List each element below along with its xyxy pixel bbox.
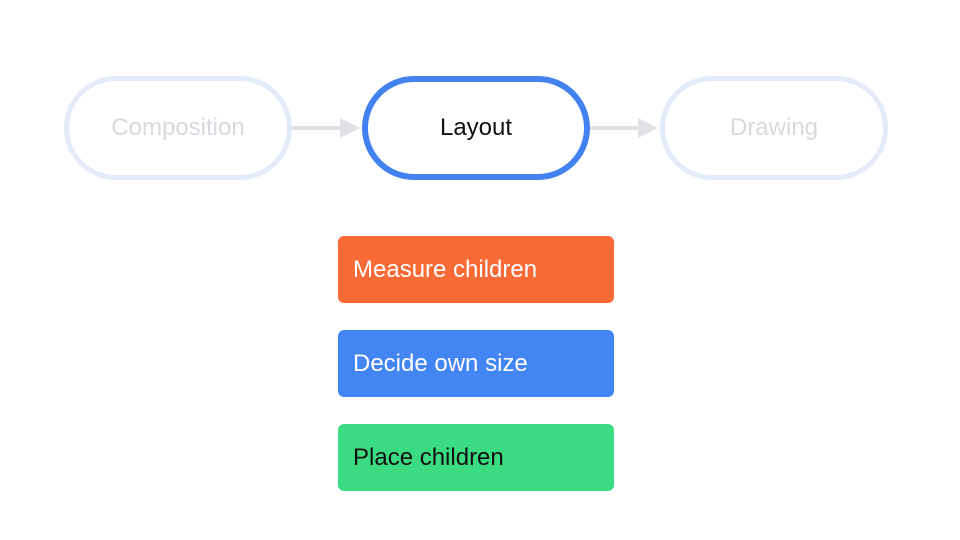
phase-drawing: Drawing <box>660 76 888 180</box>
phase-layout-label: Layout <box>439 114 513 141</box>
step-measure-children: Measure children <box>338 236 614 303</box>
step-decide-own-size: Decide own size <box>338 330 614 397</box>
arrow-right-icon <box>590 118 658 138</box>
phase-composition: Composition <box>64 76 292 180</box>
step-place-children-label: Place children <box>353 443 504 471</box>
phase-drawing-label: Drawing <box>729 114 819 141</box>
step-place-children: Place children <box>338 424 614 491</box>
step-decide-own-size-label: Decide own size <box>353 349 528 377</box>
phase-layout: Layout <box>362 76 590 180</box>
arrow-right-icon <box>292 118 360 138</box>
step-measure-children-label: Measure children <box>353 255 538 283</box>
phase-composition-label: Composition <box>111 114 245 141</box>
